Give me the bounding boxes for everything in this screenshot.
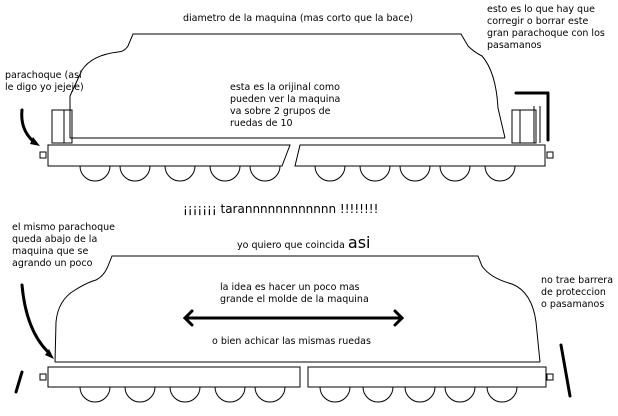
top-wheels-wheel — [119, 165, 151, 182]
original-label: esta es la orijinal como pueden ver la m… — [230, 82, 341, 129]
arrow-left-bumper-head — [30, 137, 40, 146]
bottom-wheels-wheel — [486, 386, 518, 403]
la-idea-label: la idea es hacer un poco mas grande el m… — [220, 282, 369, 305]
top-right-bumper — [511, 109, 537, 144]
top-wheels-wheel — [439, 165, 471, 182]
taran-label: ¡¡¡¡¡¡¡ tarannnnnnnnnnnn !!!!!!!! — [183, 202, 379, 216]
bottom-wheels-wheel — [124, 386, 156, 403]
top-body-outline — [69, 33, 506, 139]
top-frame-left — [47, 144, 291, 167]
parachoque-asi-label: parachoque (asi le digo yo jejeje) — [5, 70, 84, 93]
bottom-wheels-wheel — [254, 386, 286, 403]
yo-quiero-label: yo quiero que coincida asi — [237, 235, 370, 252]
esto-es-lo-que-hay-label: esto es lo que hay que corregir o borrar… — [487, 4, 605, 51]
bottom-frame-left — [47, 366, 301, 388]
top-left-bumper — [51, 109, 73, 144]
bottom-wheels-wheel — [79, 386, 111, 403]
top-wheels-wheel — [314, 165, 346, 182]
top-wheels-wheel — [399, 165, 431, 182]
double-arrow-right-head — [393, 309, 405, 327]
arrow-to-left-bumper — [20, 108, 36, 144]
bottom-wheels — [79, 386, 518, 403]
top-wheels-wheel — [359, 165, 391, 182]
bottom-wheels-wheel — [404, 386, 436, 403]
arrow-bottom-bumper-head — [45, 349, 54, 359]
bottom-wheels-wheel — [319, 386, 351, 403]
top-wheels-wheel — [484, 165, 516, 182]
bottom-right-mark — [559, 343, 572, 398]
no-trae-label: no trae barrera de proteccion o pasamano… — [541, 275, 614, 310]
o-bien-label: o bien achicar las mismas ruedas — [212, 336, 371, 347]
top-coupler-left — [39, 151, 47, 159]
bottom-wheels-wheel — [169, 386, 201, 403]
arrow-to-bottom-bumper — [20, 283, 50, 354]
diametro-label: diametro de la maquina (mas corto que la… — [183, 13, 414, 24]
yo-quiero-text: yo quiero que coincida — [237, 240, 345, 251]
top-wheels — [79, 165, 516, 182]
top-wheels-wheel — [164, 165, 196, 182]
bottom-body-outline — [54, 255, 541, 363]
top-coupler-right — [546, 151, 554, 159]
bottom-left-mark — [14, 370, 24, 394]
bottom-wheels-wheel — [362, 386, 394, 403]
double-arrow-left-head — [182, 309, 194, 327]
top-frame-right — [294, 144, 546, 167]
top-wheels-wheel — [79, 165, 111, 182]
bottom-wheels-wheel — [214, 386, 246, 403]
bottom-frame-right — [307, 366, 547, 388]
top-wheels-wheel — [209, 165, 241, 182]
asi-text: asi — [347, 233, 371, 252]
bottom-coupler-right — [546, 373, 554, 381]
top-wheels-wheel — [249, 165, 281, 182]
bottom-wheels-wheel — [444, 386, 476, 403]
bottom-coupler-left — [39, 373, 47, 381]
mismo-parachoque-label: el mismo parachoque queda abajo de la ma… — [12, 222, 115, 269]
